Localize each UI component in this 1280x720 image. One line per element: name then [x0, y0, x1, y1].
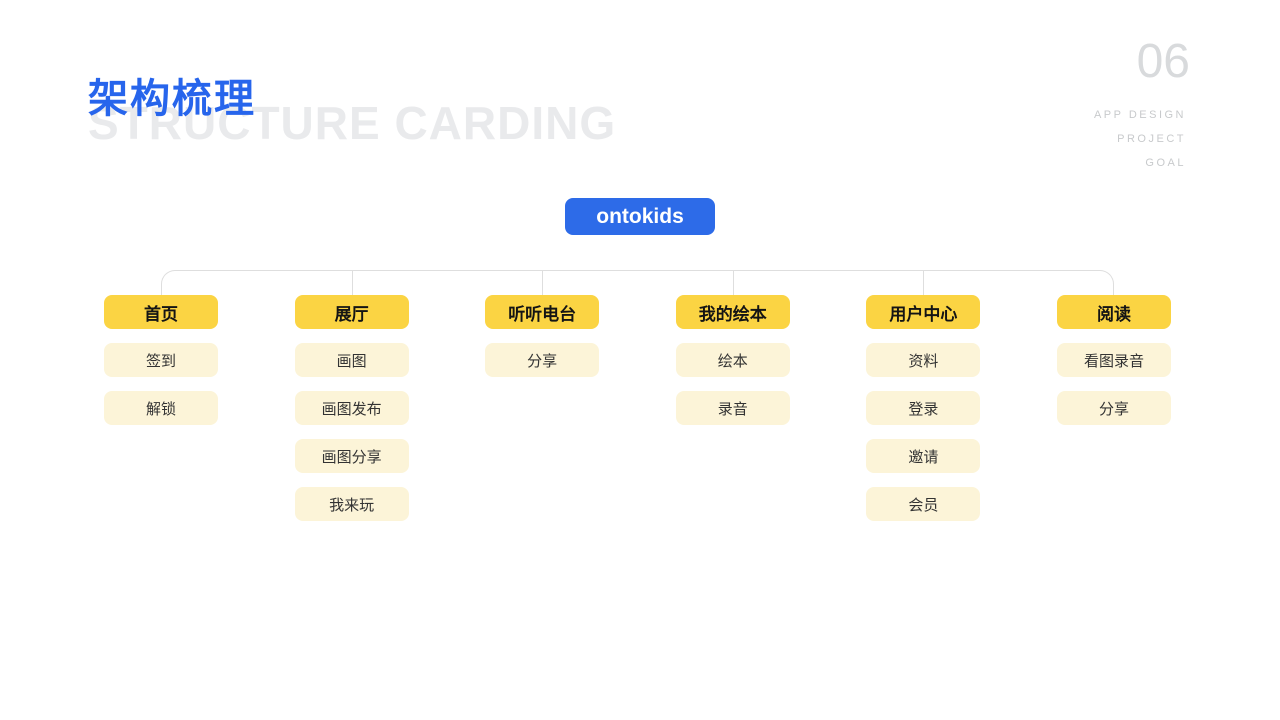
page-title: 架构梳理: [88, 77, 256, 121]
tree-child: 录音: [675, 391, 790, 425]
tree-child: 画图分享: [294, 439, 409, 473]
tree-child: 画图发布: [294, 391, 409, 425]
tree-header: 首页: [104, 295, 218, 329]
connector-drop-line: [351, 270, 353, 295]
tree-header: 展厅: [294, 295, 409, 329]
tree-child: 绘本: [675, 343, 790, 377]
tree-child: 画图: [294, 343, 409, 377]
tree-child: 邀请: [866, 439, 981, 473]
side-label: APP DESIGN: [1093, 109, 1186, 121]
side-labels: APP DESIGN PROJECT GOAL: [1094, 103, 1186, 175]
connector-drop-line: [542, 270, 544, 295]
side-label: GOAL: [1145, 157, 1186, 169]
connector-drop-line: [923, 270, 925, 295]
tree-column-2: 展厅画图画图发布画图分享我来玩: [294, 270, 409, 535]
tree-header: 阅读: [1056, 295, 1171, 329]
tree-column-4: 我的绘本绘本录音: [675, 270, 790, 535]
tree-child: 看图录音: [1056, 343, 1171, 377]
tree-header: 听听电台: [485, 295, 600, 329]
tree-header: 用户中心: [866, 295, 981, 329]
tree-connector: [161, 270, 1114, 295]
tree-column-5: 用户中心资料登录邀请会员: [866, 270, 981, 535]
root-node-ontokids: ontokids: [565, 198, 715, 235]
tree-header: 我的绘本: [675, 295, 790, 329]
title-watermark: STRUCTURE CARDING: [88, 97, 617, 149]
tree-child: 登录: [866, 391, 981, 425]
tree-child: 解锁: [104, 391, 218, 425]
tree-child: 分享: [1056, 391, 1171, 425]
tree-column-3: 听听电台分享: [485, 270, 600, 535]
tree-child: 会员: [866, 487, 981, 521]
tree-columns: 首页签到解锁展厅画图画图发布画图分享我来玩听听电台分享我的绘本绘本录音用户中心资…: [104, 270, 1171, 535]
tree-column-6: 阅读看图录音分享: [1056, 295, 1171, 535]
tree-child: 资料: [866, 343, 981, 377]
side-label: PROJECT: [1117, 133, 1186, 145]
page-number: 06: [1136, 35, 1190, 88]
tree-column-1: 首页签到解锁: [104, 295, 218, 535]
tree-child: 签到: [104, 343, 218, 377]
title-block: STRUCTURE CARDING 架构梳理: [0, 0, 1280, 180]
tree-child: 分享: [485, 343, 600, 377]
tree-child: 我来玩: [294, 487, 409, 521]
connector-drop-line: [732, 270, 734, 295]
